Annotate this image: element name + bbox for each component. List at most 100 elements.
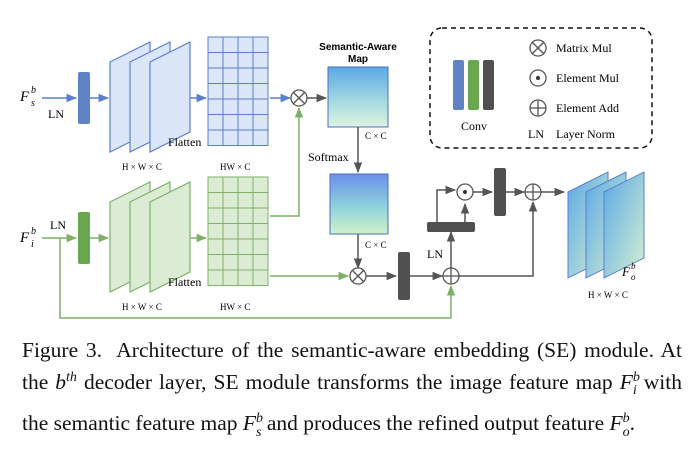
caption-fs-base: F	[242, 411, 257, 436]
grid-cell	[207, 254, 224, 271]
grid-cell	[207, 207, 224, 224]
caption-fs-sub: s	[256, 424, 262, 440]
fi-sub: i	[31, 239, 34, 250]
grid-cell	[207, 98, 224, 115]
grid-cell	[207, 67, 224, 84]
grid-cell	[237, 207, 254, 224]
caption-part3: with the semantic feature map	[22, 370, 682, 436]
grid-cell	[207, 36, 224, 53]
grid-bottom-to-matmul-top-arrow	[270, 106, 304, 217]
dim-hw-c-bottom: HW × C	[220, 302, 250, 312]
grid-cell	[252, 114, 269, 131]
softmax-map	[329, 173, 389, 235]
grid-cell	[252, 98, 269, 115]
dim-hwc-bottom: H × W × C	[122, 302, 162, 312]
grid-cell	[222, 83, 239, 100]
conv-block-right	[494, 168, 506, 216]
grid-cell	[222, 223, 239, 240]
semantic-aware-map	[327, 66, 389, 128]
fs-sup: b	[31, 85, 36, 96]
semantic-aware-map-title-2: Map	[348, 54, 368, 65]
ln-block-bottom	[78, 212, 90, 264]
flatten-top-label: Flatten	[168, 135, 201, 149]
legend-conv-icon	[453, 60, 494, 110]
grid-cell	[252, 192, 269, 209]
fi-base: F	[19, 230, 30, 246]
figure-caption: Figure 3. Architecture of the semantic-a…	[22, 336, 682, 447]
grid-cell	[222, 238, 239, 255]
grid-cell	[207, 129, 224, 146]
fi-sup: b	[31, 226, 36, 237]
grid-cell	[222, 176, 239, 193]
se-module-diagram: F s b LN Flatten H × W × C HW × C Semant…	[19, 27, 653, 319]
fs-input-label: F s b	[19, 85, 36, 109]
grid-cell	[252, 36, 269, 53]
legend-layer-norm-label: Layer Norm	[556, 127, 616, 141]
element-add-icon-mid	[442, 267, 460, 285]
grid-cell	[252, 238, 269, 255]
grid-cell	[207, 238, 224, 255]
grid-cell	[252, 254, 269, 271]
grid-cell	[237, 254, 254, 271]
caption-fo-sup: b	[622, 411, 630, 427]
grid-cell	[237, 67, 254, 84]
fs-base: F	[19, 89, 30, 105]
dim-hwc-top: H × W × C	[122, 162, 162, 172]
grid-cell	[237, 36, 254, 53]
matrix-mul-icon-top	[290, 89, 308, 107]
grid-cell	[222, 114, 239, 131]
legend-ln-abbr: LN	[528, 127, 544, 141]
grid-cell	[207, 192, 224, 209]
grid-cell	[207, 83, 224, 100]
grid-cell	[252, 67, 269, 84]
caption-fi-sup: b	[632, 370, 640, 385]
conv-block-mid	[398, 252, 410, 300]
caption-part4: and produces the refined output feature	[261, 411, 610, 436]
grid-cell	[207, 223, 224, 240]
residual-skip-arrow	[59, 238, 456, 319]
ln-bottom-label: LN	[50, 218, 66, 232]
caption-lead: Figure 3.	[22, 338, 102, 362]
caption-b: b	[55, 370, 67, 395]
caption-part2: decoder layer, SE module transforms the …	[76, 370, 620, 395]
grid-cell	[252, 83, 269, 100]
element-add-icon-final	[524, 183, 542, 201]
grid-cell	[237, 238, 254, 255]
grid-cell	[222, 269, 239, 286]
fi-input-label: F i b	[19, 226, 36, 250]
ln-block-mid	[427, 222, 475, 232]
caption-fi-sub: i	[632, 383, 637, 399]
grid-cell	[222, 129, 239, 146]
element-mul-icon	[456, 183, 474, 201]
grid-cell	[222, 98, 239, 115]
softmax-label: Softmax	[308, 150, 349, 164]
dim-hw-c-top: HW × C	[220, 162, 250, 172]
fo-sup: b	[631, 261, 636, 271]
grid-cell	[207, 114, 224, 131]
grid-cell	[222, 192, 239, 209]
ln-top-label: LN	[48, 107, 64, 121]
grid-cell	[252, 207, 269, 224]
legend-conv-label: Conv	[461, 119, 487, 133]
grid-cell	[222, 254, 239, 271]
feature-map-stack-bottom	[109, 181, 191, 293]
grid-cell	[252, 52, 269, 69]
dim-cc-top: C × C	[365, 131, 387, 141]
caption-part5: .	[629, 411, 636, 436]
legend-element-add-icon	[529, 99, 547, 117]
legend-matrix-mul-label: Matrix Mul	[556, 41, 612, 55]
semantic-aware-map-title-1: Semantic-Aware	[319, 42, 397, 53]
legend-element-mul-icon	[529, 69, 547, 87]
fo-base: F	[621, 264, 631, 279]
ln-mid-label: LN	[427, 247, 443, 261]
flatten-bottom-label: Flatten	[168, 275, 201, 289]
fs-sub: s	[31, 98, 35, 109]
grid-cell	[252, 269, 269, 286]
grid-cell	[222, 36, 239, 53]
dim-cc-bottom: C × C	[365, 240, 387, 250]
grid-cell	[237, 176, 254, 193]
caption-fo-sub: o	[622, 424, 630, 440]
fo-sub: o	[631, 272, 636, 282]
add-to-final-add-arrow	[459, 200, 538, 277]
caption-th: th	[66, 370, 77, 385]
